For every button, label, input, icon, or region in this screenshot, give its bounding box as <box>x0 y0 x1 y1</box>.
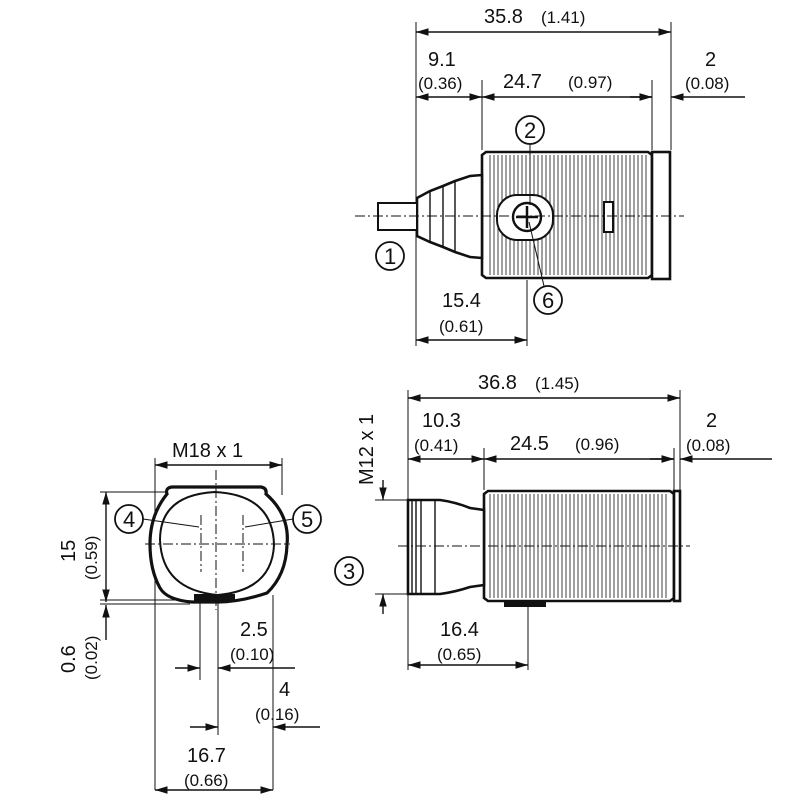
sensor-body-side <box>406 489 682 607</box>
dim-offset2-mm: 4 <box>279 679 290 701</box>
svg-text:1: 1 <box>384 244 396 269</box>
callout-4: 4 <box>114 504 200 534</box>
side-connector-in: (0.41) <box>414 436 458 455</box>
top-view: 35.8 (1.41) 9.1 (0.36) 24.7 (0.97) 2 (0.… <box>355 6 745 346</box>
side-axis-in: (0.65) <box>437 645 481 664</box>
dim-height-in: (0.59) <box>82 536 101 580</box>
dim-overall-mm: 35.8 <box>484 6 523 28</box>
svg-text:6: 6 <box>542 288 554 313</box>
thread-label: M18 x 1 <box>172 440 243 462</box>
callout-1: 1 <box>375 241 405 271</box>
side-end-in: (0.08) <box>686 436 730 455</box>
side-overall-mm: 36.8 <box>478 372 517 394</box>
dim-height-mm: 15 <box>58 540 80 562</box>
dim-cable-mm: 9.1 <box>428 49 456 71</box>
dim-offset2-in: (0.16) <box>255 705 299 724</box>
sensor-body-top <box>377 150 672 281</box>
side-view: M12 x 1 36.8 (1.45) 10.3 (0.41) 24.5 (0.… <box>334 372 772 670</box>
side-axis-mm: 16.4 <box>440 619 479 641</box>
dim-body-in: (0.97) <box>568 73 612 92</box>
callout-2: 2 <box>515 115 545 205</box>
dim-end-mm: 2 <box>705 49 716 71</box>
dim-overall-in: (1.41) <box>541 8 585 27</box>
side-connector-mm: 10.3 <box>422 410 461 432</box>
svg-text:2: 2 <box>524 118 536 143</box>
svg-text:3: 3 <box>343 559 355 584</box>
connector-thread-label: M12 x 1 <box>356 414 378 485</box>
dim-gap-mm: 0.6 <box>58 645 80 673</box>
callout-5: 5 <box>244 504 322 534</box>
dim-cable-in: (0.36) <box>418 74 462 93</box>
side-body-mm: 24.5 <box>510 433 549 455</box>
dim-axis-mm: 15.4 <box>442 290 481 312</box>
dim-offset1-in: (0.10) <box>230 645 274 664</box>
callout-6: 6 <box>528 221 563 315</box>
dim-end-in: (0.08) <box>685 74 729 93</box>
dim-body-mm: 24.7 <box>503 71 542 93</box>
callout-3: 3 <box>334 556 364 586</box>
side-overall-in: (1.45) <box>535 374 579 393</box>
dim-gap-in: (0.02) <box>82 636 101 680</box>
dim-offset1-mm: 2.5 <box>240 619 268 641</box>
dim-width-in: (0.66) <box>184 771 228 790</box>
svg-text:4: 4 <box>123 507 135 532</box>
dim-width-mm: 16.7 <box>187 745 226 767</box>
dim-axis-in: (0.61) <box>439 317 483 336</box>
svg-text:5: 5 <box>301 507 313 532</box>
side-body-in: (0.96) <box>575 435 619 454</box>
side-end-mm: 2 <box>706 410 717 432</box>
front-view: M18 x 1 15 (0.59) 0.6 (0.02) 2.5 (0.10) … <box>58 440 322 794</box>
